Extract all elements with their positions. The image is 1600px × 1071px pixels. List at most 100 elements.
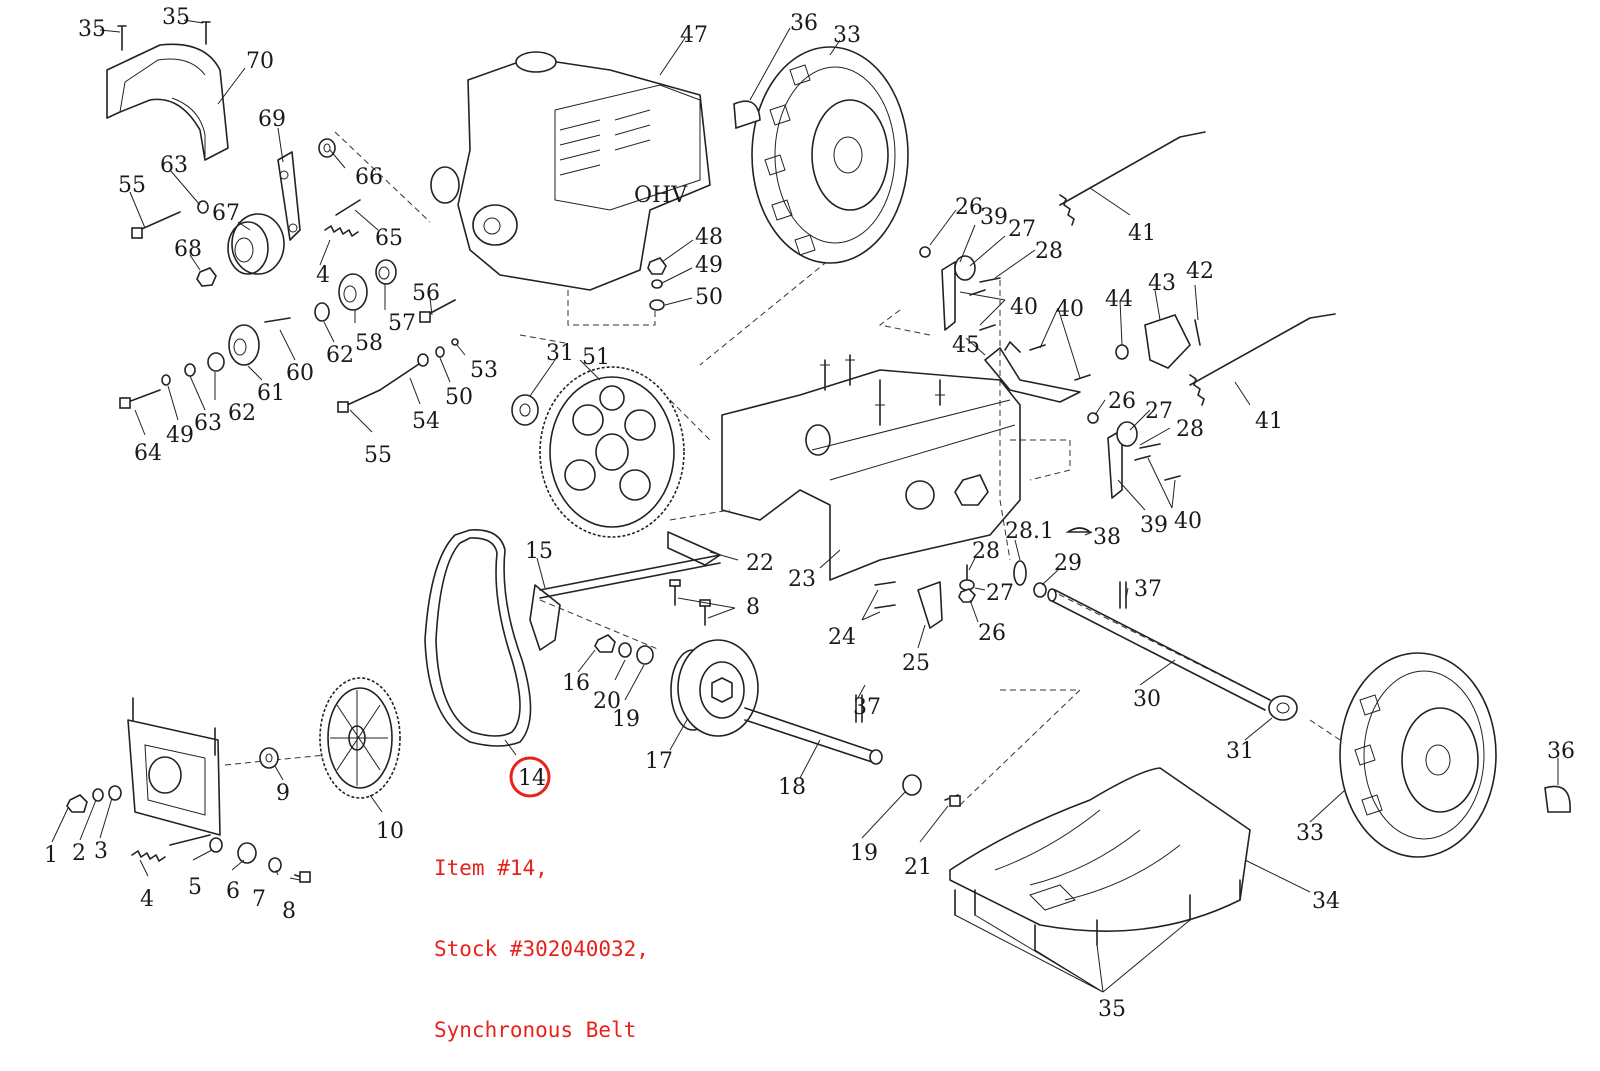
label-40: 40 [1174, 509, 1202, 534]
part-30-axle [1047, 588, 1271, 711]
part-38-key [1065, 527, 1093, 533]
part-33-wheel-bottom [1339, 652, 1497, 858]
label-34: 34 [1312, 889, 1340, 914]
label-65: 65 [375, 226, 403, 251]
label-37: 37 [853, 695, 881, 720]
part-5-6-7-8-hardware [209, 837, 311, 883]
part-44-43-42 [1115, 314, 1201, 369]
label-35: 35 [162, 5, 190, 30]
label-41: 41 [1128, 221, 1156, 246]
label-44: 44 [1105, 287, 1133, 312]
label-36: 36 [790, 11, 818, 36]
label-27: 27 [986, 581, 1014, 606]
label-28: 28 [1035, 239, 1063, 264]
part-4-spring-upper [324, 225, 359, 237]
part-67-idler-pulley [227, 213, 285, 275]
label-38: 38 [1093, 525, 1121, 550]
label-51: 51 [582, 345, 610, 370]
label-49: 49 [695, 253, 723, 278]
label-26: 26 [978, 621, 1006, 646]
part-bracket-plate [127, 697, 221, 836]
label-37: 37 [1134, 577, 1162, 602]
part-31-bushing-upper [511, 394, 539, 426]
label-66: 66 [355, 165, 383, 190]
label-60: 60 [286, 361, 314, 386]
label-42: 42 [1186, 259, 1214, 284]
label-23: 23 [788, 567, 816, 592]
label-29: 29 [1054, 551, 1082, 576]
label-8: 8 [746, 595, 760, 620]
part-16-20-19-hardware [594, 634, 654, 665]
part-63-washer [197, 200, 209, 214]
label-25: 25 [902, 651, 930, 676]
label-50: 50 [695, 285, 723, 310]
label-14: 14 [518, 766, 546, 791]
part-24-bolts [874, 581, 896, 609]
part-25-bracket [917, 581, 943, 629]
part-68-nut [196, 267, 217, 287]
part-27-28-26-center [958, 564, 976, 603]
callout-circle [509, 756, 551, 798]
label-28: 28 [972, 539, 1000, 564]
label-49: 49 [166, 423, 194, 448]
label-33: 33 [833, 23, 861, 48]
label-2: 2 [72, 841, 86, 866]
part-35-screws-bottom [954, 879, 1241, 951]
label-67: 67 [212, 201, 240, 226]
label-3: 3 [94, 839, 108, 864]
part-54-rod [379, 353, 429, 391]
part-41-cable-lower [1189, 313, 1336, 406]
label-40: 40 [1056, 297, 1084, 322]
label-9: 9 [276, 781, 290, 806]
label-19: 19 [612, 707, 640, 732]
callout-annotation: Item #14, Stock #302040032, Synchronous … [434, 801, 649, 1071]
label-70: 70 [246, 49, 274, 74]
label-50: 50 [445, 385, 473, 410]
part-19-bushing-lower [902, 774, 922, 796]
label-36: 36 [1547, 739, 1575, 764]
part-70-belt-cover [106, 43, 229, 161]
part-10-friction-wheel [319, 677, 401, 799]
label-15: 15 [525, 539, 553, 564]
label-21: 21 [904, 855, 932, 880]
part-51-gear [539, 366, 685, 538]
label-17: 17 [645, 749, 673, 774]
part-37-pin-lower [855, 694, 863, 723]
label-62: 62 [326, 343, 354, 368]
label-58: 58 [355, 331, 383, 356]
part-56-bolt [419, 299, 456, 323]
part-41-cable-top [1059, 131, 1206, 226]
label-27: 27 [1145, 399, 1173, 424]
part-55-65-bolts [131, 199, 361, 239]
label-48: 48 [695, 225, 723, 250]
part-45-lever [984, 341, 1081, 403]
engine-badge: OHV [634, 183, 688, 208]
label-28-1: 28.1 [1005, 519, 1054, 544]
part-15-shift-arm [529, 554, 721, 651]
label-20: 20 [593, 689, 621, 714]
callout-stock-line: Stock #302040032, [434, 937, 649, 961]
label-6: 6 [226, 879, 240, 904]
part-number-labels: 35 35 70 69 66 63 55 67 65 68 4 56 57 58… [44, 5, 1575, 1020]
label-26: 26 [1108, 389, 1136, 414]
label-35: 35 [78, 17, 106, 42]
part-31-bushing-lower [1268, 695, 1298, 721]
label-61: 61 [257, 381, 285, 406]
label-10: 10 [376, 819, 404, 844]
part-14-synchronous-belt [424, 529, 532, 747]
label-39: 39 [980, 205, 1008, 230]
part-28-1-snap-ring [1013, 560, 1027, 586]
label-39: 39 [1140, 513, 1168, 538]
label-56: 56 [412, 281, 440, 306]
label-28: 28 [1176, 417, 1204, 442]
part-57-spacer [375, 259, 397, 285]
callout-item-line: Item #14, [434, 856, 548, 880]
label-69: 69 [258, 107, 286, 132]
label-24: 24 [828, 625, 856, 650]
part-29-washer [1033, 582, 1047, 598]
label-55: 55 [364, 443, 392, 468]
label-54: 54 [412, 409, 440, 434]
part-4-spring-lower [131, 834, 211, 862]
part-34-scraper-plate [949, 767, 1251, 932]
label-47: 47 [680, 23, 708, 48]
